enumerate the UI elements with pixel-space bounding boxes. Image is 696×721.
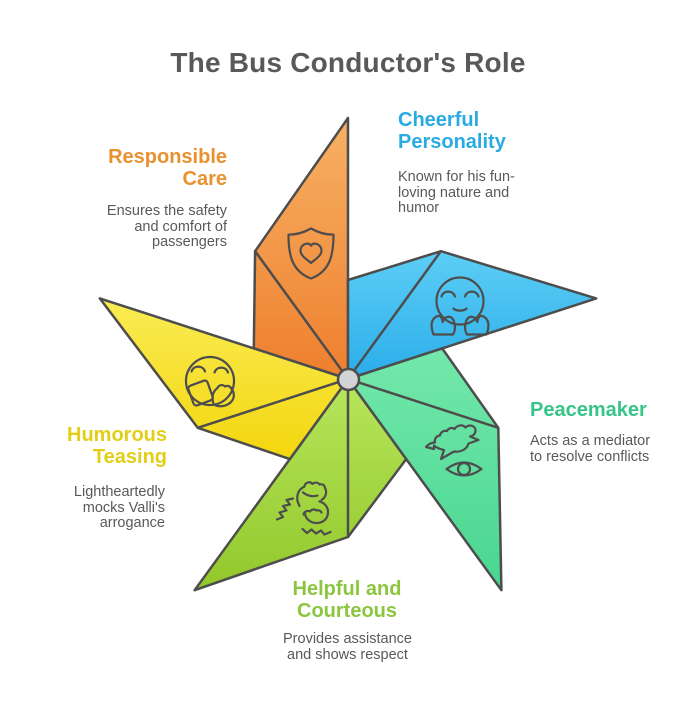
clasped-hands-icon xyxy=(275,481,332,536)
description-cheerful: Known for his fun-loving nature and humo… xyxy=(398,169,515,216)
heading-cheerful: Cheerful Personality xyxy=(398,109,506,153)
description-responsible: Ensures the safety and comfort of passen… xyxy=(106,203,227,250)
heading-responsible: Responsible Care xyxy=(108,146,227,190)
fold-line-cheerful xyxy=(346,249,443,381)
smiling-face-with-hands-icon xyxy=(430,276,490,336)
dove-with-eye-icon xyxy=(424,424,483,477)
fold-line-peacemaker xyxy=(346,377,500,430)
heading-peacemaker: Peacemaker xyxy=(530,399,647,421)
fold-line-responsible xyxy=(253,249,350,381)
shield-heart-icon xyxy=(287,227,335,280)
description-helpful: Provides assistance and shows respect xyxy=(283,631,412,663)
page-title: The Bus Conductor's Role xyxy=(170,47,526,78)
heading-helpful: Helpful and Courteous xyxy=(292,578,402,622)
blade-cheerful xyxy=(346,249,598,381)
description-humorous: Lightheartedly mocks Valli's arrogance xyxy=(73,484,165,531)
description-peacemaker: Acts as a mediator to resolve conflicts xyxy=(530,433,651,465)
giggling-face-icon xyxy=(184,355,236,408)
center-hub xyxy=(336,367,361,392)
fold-line-humorous xyxy=(196,377,350,430)
heading-humorous: Humorous Teasing xyxy=(67,424,167,468)
